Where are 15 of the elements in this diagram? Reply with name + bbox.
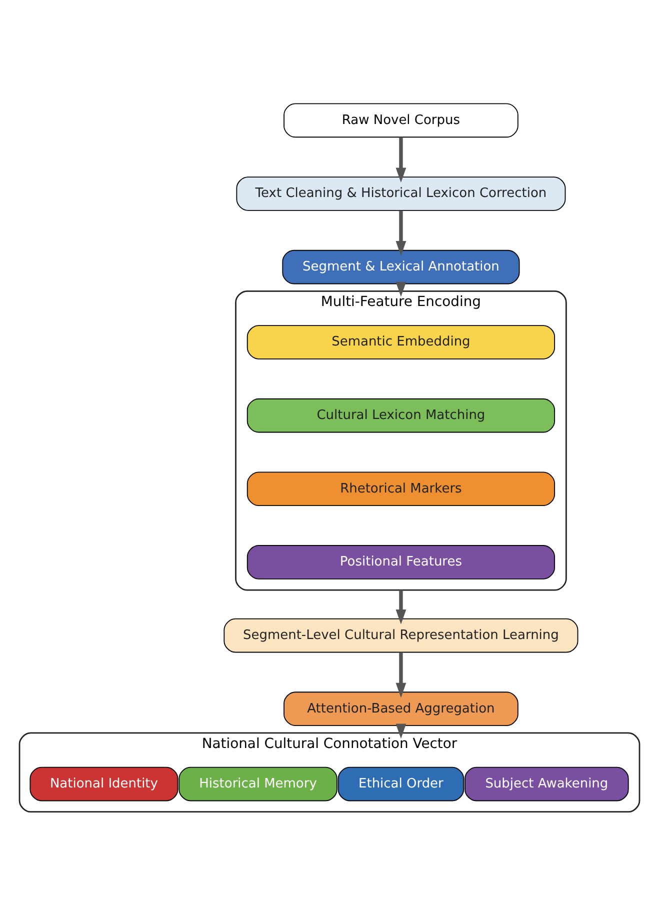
node-box: Subject Awakening (464, 766, 629, 801)
node-box: Cultural Lexicon Matching (246, 398, 556, 432)
arrow (396, 136, 406, 182)
node-box: Semantic Embedding (246, 324, 556, 359)
arrow (396, 590, 406, 624)
arrow (396, 652, 406, 698)
node-box: Segment-Level Cultural Representation Learning (224, 618, 578, 652)
node-box: Positional Features (246, 544, 556, 579)
arrow (396, 210, 406, 256)
node-box: Text Cleaning & Historical Lexicon Correction (236, 176, 566, 210)
node-box: Raw Novel Corpus (284, 102, 518, 138)
node-box: National Identity (30, 766, 178, 801)
node-box: Rhetorical Markers (246, 471, 556, 506)
node-box: Historical Memory (178, 766, 338, 801)
node-box: Ethical Order (338, 766, 464, 801)
